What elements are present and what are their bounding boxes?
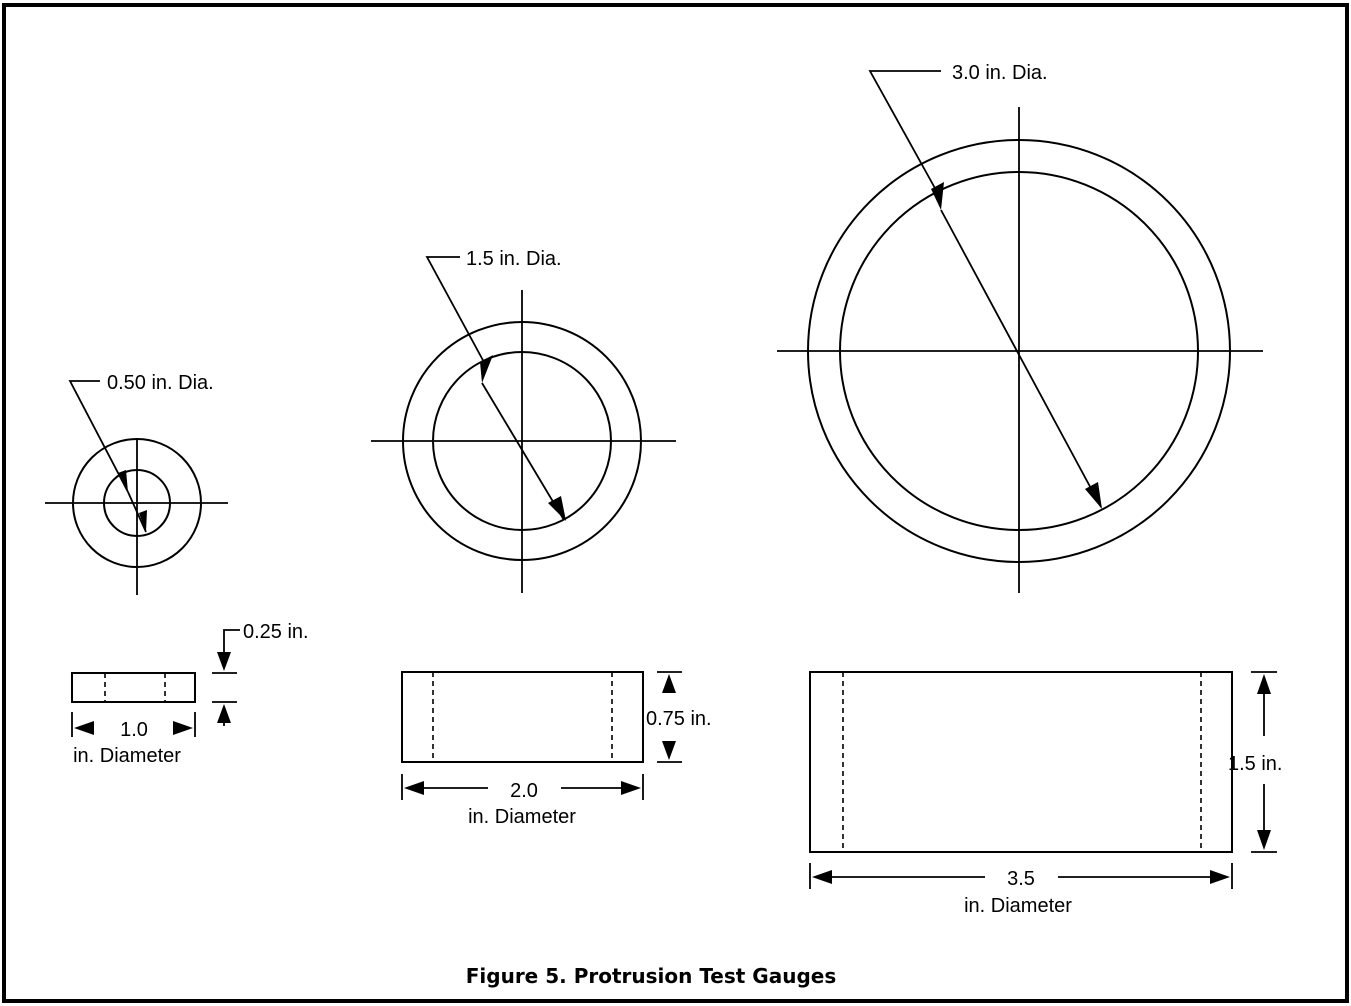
gauge-small-side-body: [71, 672, 196, 703]
gauge-medium-top-view: 1.5 in. Dia.: [371, 248, 676, 593]
gauge-medium-bore-arrow-upper: [480, 355, 493, 383]
gauge-large-side-body: [809, 671, 1233, 853]
gauge-small-dia-arrow-right: [173, 721, 193, 735]
gauge-large-bore-leader: [868, 70, 941, 191]
gauge-medium-thickness-arrow-down: [662, 741, 676, 760]
gauge-large-thickness-callout: 1.5 in.: [1228, 753, 1282, 775]
gauge-large-bore-arrow-upper: [931, 182, 944, 210]
gauge-small-bore-callout: 0.50 in. Dia.: [107, 372, 214, 394]
gauge-large-bore-arrow-lower: [1085, 482, 1102, 509]
gauge-medium-bore-dimline: [481, 382, 565, 521]
gauge-large-side-view: 1.5 in. 3.5 in. Diameter: [809, 671, 1282, 917]
gauge-medium-dia-caption: in. Diameter: [468, 806, 576, 828]
gauge-small-side-view: 0.25 in. 1.0 in. Diameter: [71, 621, 309, 767]
gauge-medium-dia-value: 2.0: [510, 780, 538, 802]
gauge-small-top-view: 0.50 in. Dia.: [45, 372, 228, 595]
gauge-medium-dia-arrow-left: [404, 781, 424, 795]
gauge-medium-thickness-callout: 0.75 in.: [646, 708, 712, 730]
gauge-medium-dia-arrow-right: [621, 781, 641, 795]
figure-caption: Figure 5. Protrusion Test Gauges: [466, 964, 836, 988]
gauge-small-dia-caption: in. Diameter: [73, 745, 181, 767]
gauge-medium-thickness-arrow-up: [662, 674, 676, 693]
gauge-small-dia-arrow-left: [74, 721, 94, 735]
gauge-medium-side-view: 0.75 in. 2.0 in. Diameter: [401, 671, 712, 828]
gauge-medium-bore-arrow-lower: [548, 496, 566, 521]
gauge-large-top-view: 3.0 in. Dia.: [777, 62, 1263, 593]
gauge-small-thickness-leader: [223, 629, 240, 652]
gauge-large-dia-caption: in. Diameter: [964, 895, 1072, 917]
figure-frame: [2, 3, 1349, 1003]
gauge-large-bore-callout: 3.0 in. Dia.: [952, 62, 1048, 84]
gauge-small-thickness-arrow-down: [217, 652, 231, 671]
gauge-small-thickness-arrow-up: [217, 704, 231, 723]
gauge-small-dia-value: 1.0: [120, 719, 148, 741]
gauge-large-dia-value: 3.5: [1007, 868, 1035, 890]
gauge-medium-bore-leader: [425, 256, 486, 365]
gauge-large-bore-dimline: [940, 209, 1102, 508]
gauge-large-thickness-arrow-up: [1257, 674, 1271, 694]
gauge-small-bore-leader: [68, 380, 129, 493]
gauge-large-dia-arrow-left: [812, 870, 832, 884]
gauge-small-bore-arrow-upper: [118, 470, 128, 492]
gauge-small-bore-arrow-lower: [139, 510, 147, 532]
gauge-large-thickness-arrow-down: [1257, 830, 1271, 850]
gauge-small-thickness-callout: 0.25 in.: [243, 621, 309, 643]
gauge-large-dia-arrow-right: [1210, 870, 1230, 884]
gauge-medium-side-body: [401, 671, 644, 763]
gauge-medium-bore-callout: 1.5 in. Dia.: [466, 248, 562, 270]
gauge-small-bore-dimline: [127, 491, 147, 533]
